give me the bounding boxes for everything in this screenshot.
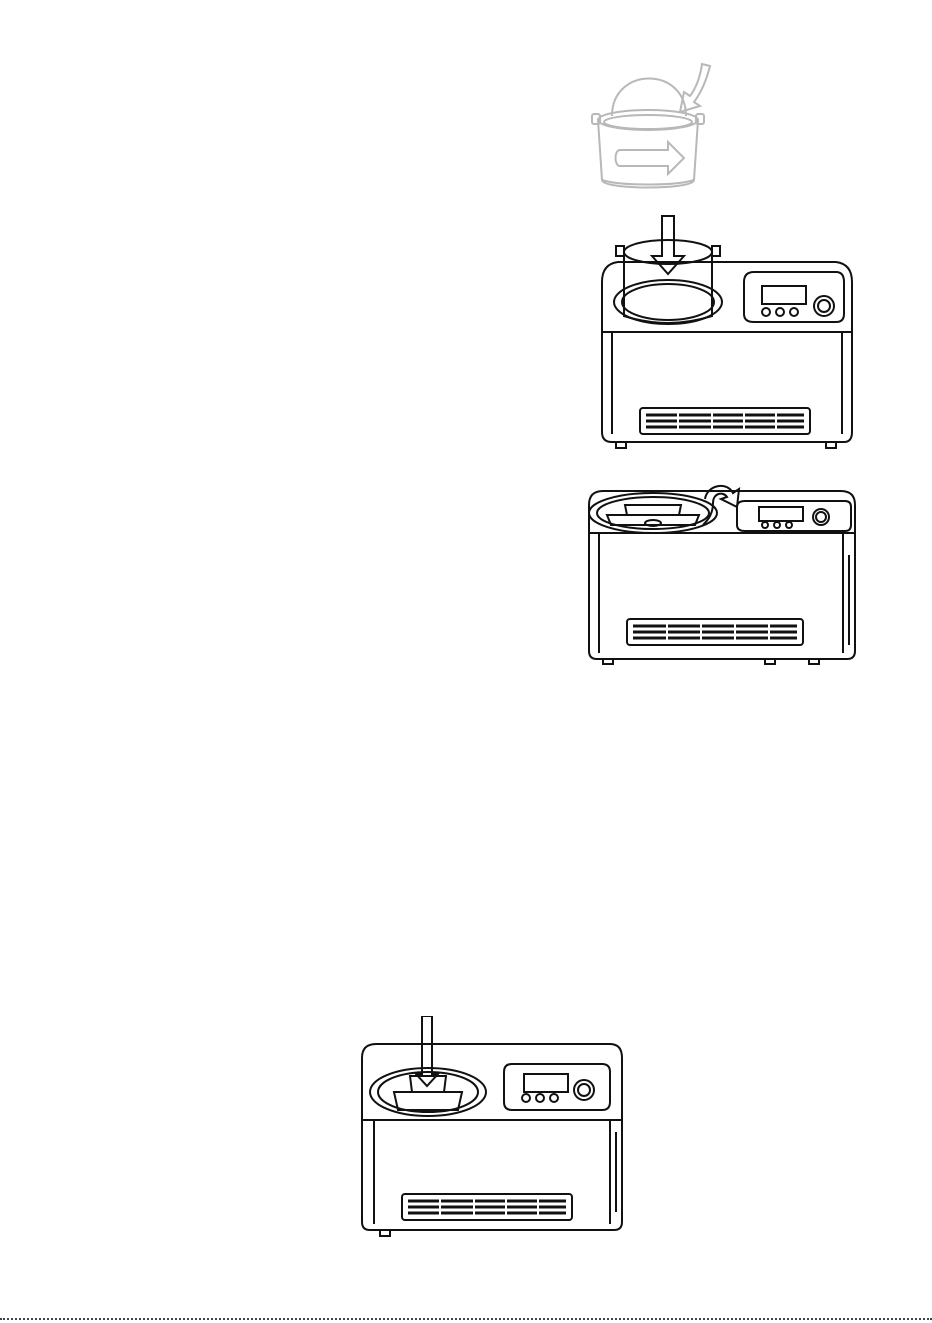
attach-and-rotate-lid-icon bbox=[585, 475, 860, 665]
bowl-with-handle-icon bbox=[590, 58, 720, 193]
insert-bowl-into-machine-icon bbox=[596, 212, 856, 450]
footer-dotted-rule bbox=[0, 1318, 932, 1320]
pour-ingredients-icon bbox=[358, 1016, 628, 1238]
